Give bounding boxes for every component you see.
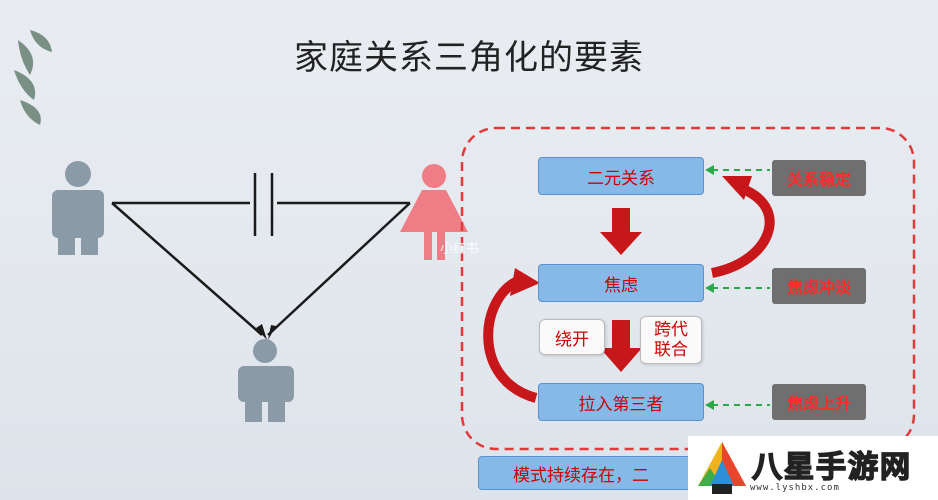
conflict-bar-icon xyxy=(253,173,274,236)
box-anxiety-rise: 焦虑上升 xyxy=(772,384,866,420)
plant-decoration xyxy=(14,30,52,125)
curve-arrow-left-head xyxy=(510,268,540,296)
logo-name: 八星手游网 xyxy=(751,449,912,486)
box-stable: 关系稳定 xyxy=(772,160,866,196)
box-cross-generation: 跨代 联合 xyxy=(640,316,702,364)
page-title: 家庭关系三角化的要素 xyxy=(294,38,644,78)
curve-arrow-left-icon xyxy=(483,275,538,403)
box-anxiety-fade: 焦虑冲淡 xyxy=(772,268,866,304)
box-dyad: 二元关系 xyxy=(538,157,704,195)
green-arrowheads xyxy=(705,165,714,410)
person-bottom-icon xyxy=(238,339,294,422)
box-bypass: 绕开 xyxy=(539,319,605,355)
logo-star-icon xyxy=(698,442,746,494)
person-right-icon xyxy=(400,164,468,260)
box-cross-generation-line1: 跨代 xyxy=(654,320,688,340)
box-cross-generation-line2: 联合 xyxy=(654,340,688,360)
box-anxiety: 焦虑 xyxy=(538,264,704,302)
curve-arrow-right-head xyxy=(722,176,752,200)
footer-box: 模式持续存在，二 xyxy=(478,456,708,490)
triangle-lines xyxy=(111,201,411,336)
watermark: 小红书 xyxy=(440,242,480,257)
person-left-icon xyxy=(52,161,104,255)
arrowhead-to-child-left xyxy=(256,324,267,340)
green-dashed-connectors xyxy=(712,169,770,406)
logo-url: www.lyshbx.com xyxy=(750,483,840,493)
box-triangulate: 拉入第三者 xyxy=(538,383,704,421)
curve-arrow-right-icon xyxy=(710,185,775,278)
down-arrow-1-icon xyxy=(600,208,642,255)
arrowhead-to-child-right xyxy=(268,325,276,340)
down-arrow-2-icon xyxy=(600,320,642,372)
